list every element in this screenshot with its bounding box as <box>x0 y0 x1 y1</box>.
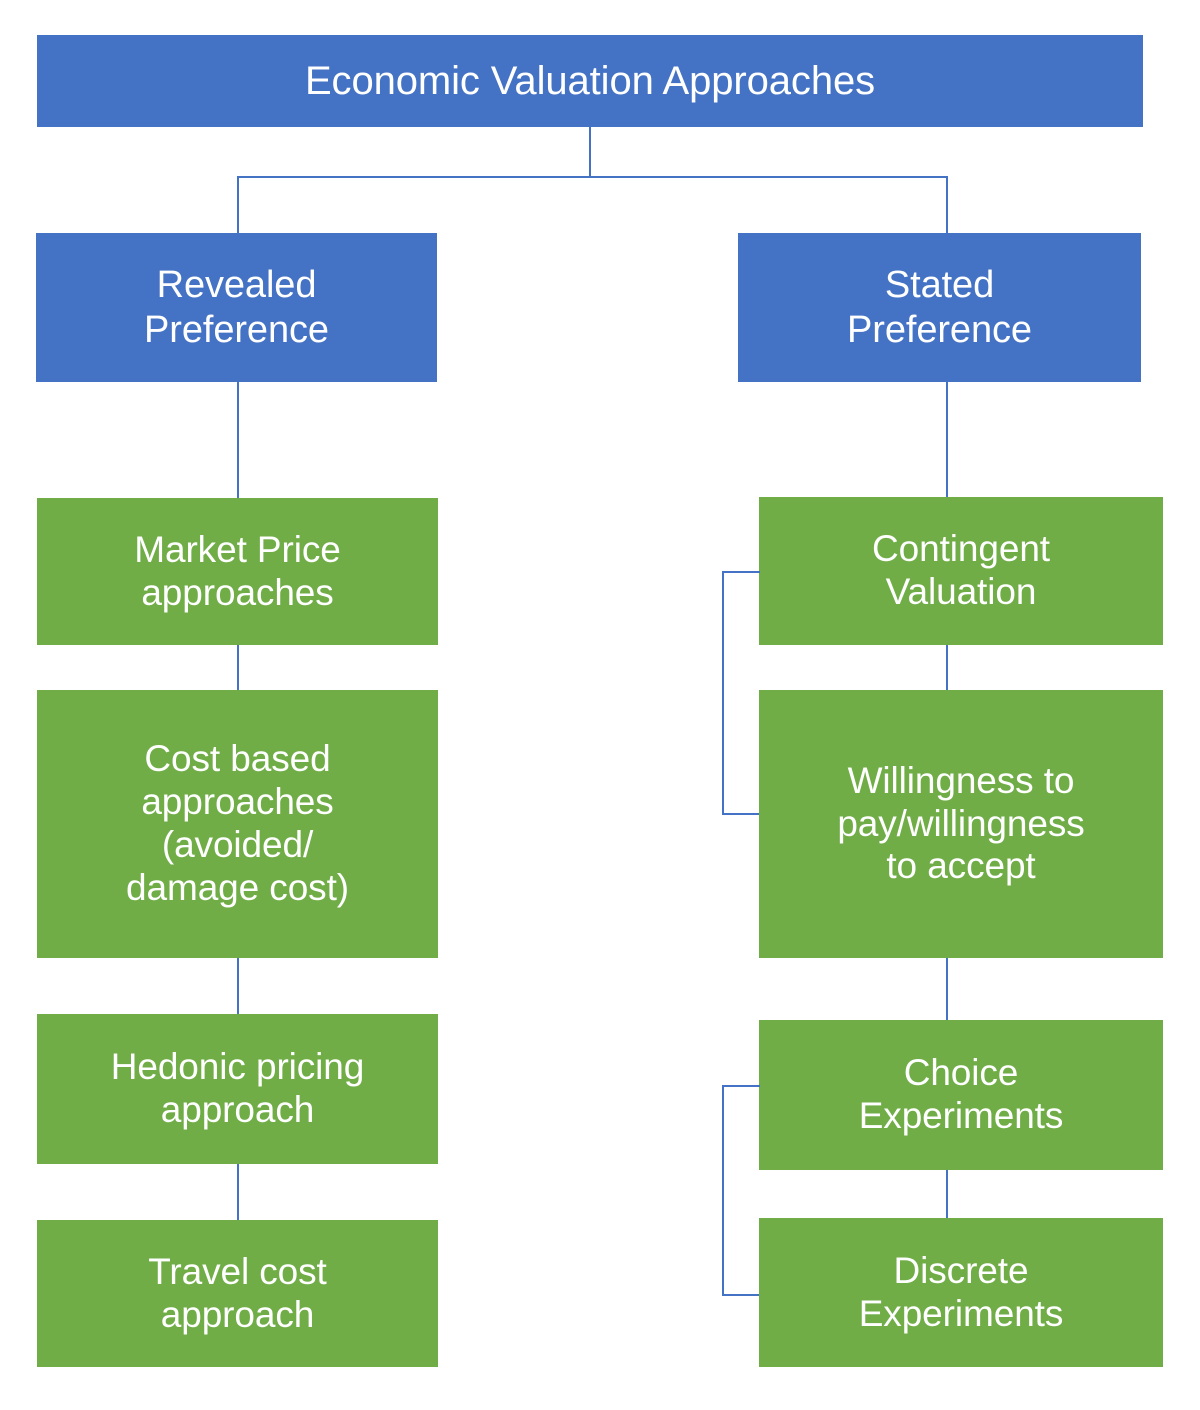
connector-market-price-to-cost-based <box>237 645 239 690</box>
node-cost-based-approaches[interactable]: Cost based approaches (avoided/ damage c… <box>37 690 438 958</box>
connector-to-stated-preference <box>946 176 948 234</box>
connector-root-stem <box>589 127 591 177</box>
node-revealed-preference[interactable]: Revealed Preference <box>36 233 437 382</box>
connector-cost-based-to-hedonic <box>237 958 239 1014</box>
node-willingness-to-pay-accept[interactable]: Willingness to pay/willingness to accept <box>759 690 1163 958</box>
node-choice-experiments[interactable]: Choice Experiments <box>759 1020 1163 1170</box>
connector-contingent-to-willingness <box>946 645 948 690</box>
node-market-price-approaches[interactable]: Market Price approaches <box>37 498 438 645</box>
node-hedonic-pricing-approach[interactable]: Hedonic pricing approach <box>37 1014 438 1164</box>
node-contingent-valuation[interactable]: Contingent Valuation <box>759 497 1163 645</box>
connector-stated-to-contingent-valuation <box>946 382 948 497</box>
bracket-choice-discrete-experiments <box>722 1085 760 1296</box>
connector-revealed-to-market-price <box>237 382 239 498</box>
connector-choice-to-discrete-experiments <box>946 1170 948 1218</box>
node-discrete-experiments[interactable]: Discrete Experiments <box>759 1218 1163 1367</box>
node-stated-preference[interactable]: Stated Preference <box>738 233 1141 382</box>
bracket-contingent-valuation-willingness <box>722 571 760 815</box>
node-economic-valuation-approaches[interactable]: Economic Valuation Approaches <box>37 35 1143 127</box>
connector-to-revealed-preference <box>237 176 239 234</box>
connector-root-split <box>237 176 948 178</box>
node-travel-cost-approach[interactable]: Travel cost approach <box>37 1220 438 1367</box>
connector-hedonic-to-travel-cost <box>237 1164 239 1220</box>
connector-willingness-to-choice-experiments <box>946 958 948 1020</box>
